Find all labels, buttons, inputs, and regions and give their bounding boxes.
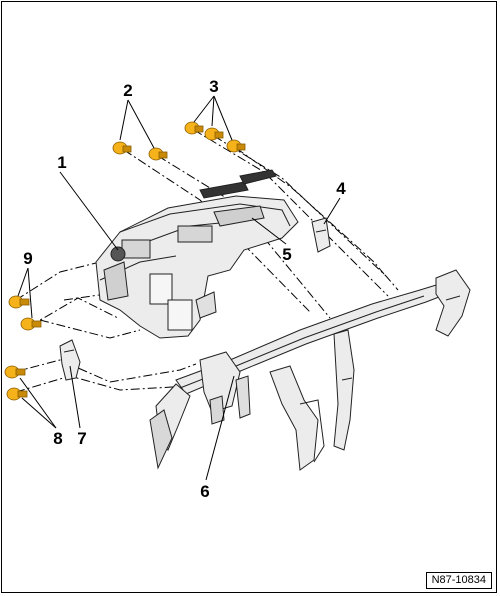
bolt-8b: [6, 387, 28, 401]
center-strut-right: [333, 329, 355, 451]
callout-1: 1: [57, 153, 66, 172]
callout-2: 2: [123, 81, 132, 100]
assembly-line-3b: [213, 135, 399, 291]
callout-8: 8: [53, 429, 62, 448]
leader-8b: [21, 397, 57, 429]
callout-4: 4: [336, 179, 346, 198]
leader-4: [323, 197, 341, 225]
bolts: [4, 121, 246, 401]
callout-6: 6: [200, 482, 209, 501]
leader-9a: [17, 267, 29, 297]
bolt-2a: [112, 141, 132, 155]
callout-5: 5: [282, 245, 291, 264]
callout-3: 3: [209, 77, 218, 96]
bolt-2b: [148, 147, 168, 161]
assembly-line-8b: [15, 375, 209, 393]
callout-9: 9: [23, 249, 32, 268]
bolt-3a: [184, 121, 204, 135]
leader-3a: [193, 95, 215, 123]
clip-7: [59, 339, 81, 381]
assembly-line-9c: [39, 319, 141, 339]
leader-8a: [19, 377, 57, 429]
leader-6: [205, 375, 235, 481]
callout-7: 7: [77, 429, 86, 448]
leader-lines: [17, 95, 341, 481]
callouts: 1 2 3 4 5 6 7 8 9: [23, 77, 346, 501]
leader-7: [69, 365, 81, 429]
bolt-3b: [204, 127, 224, 141]
heater-unit-body: [95, 195, 299, 339]
bolt-9a: [8, 295, 30, 309]
bolt-9b: [20, 317, 42, 331]
cross-member: [149, 269, 471, 471]
assembly-line-9a: [15, 261, 101, 301]
bolt-3c: [226, 139, 246, 153]
leader-2a: [119, 99, 129, 141]
assembly-line-3c: [235, 147, 385, 275]
leader-3b: [211, 95, 215, 127]
assembly-line-9b: [29, 297, 119, 327]
leader-3c: [213, 95, 233, 141]
assembly-line-8a: [13, 359, 197, 383]
leader-1: [59, 171, 119, 251]
bracket-4: [311, 217, 331, 253]
center-strut-left: [269, 365, 319, 471]
assembly-line-2a: [123, 149, 311, 313]
leader-2b: [127, 99, 155, 149]
leader-5: [251, 217, 287, 245]
bolt-8a: [4, 365, 26, 379]
heater-unit: [95, 169, 299, 339]
leader-9b: [27, 267, 33, 319]
reference-code: N87-10834: [425, 572, 492, 589]
